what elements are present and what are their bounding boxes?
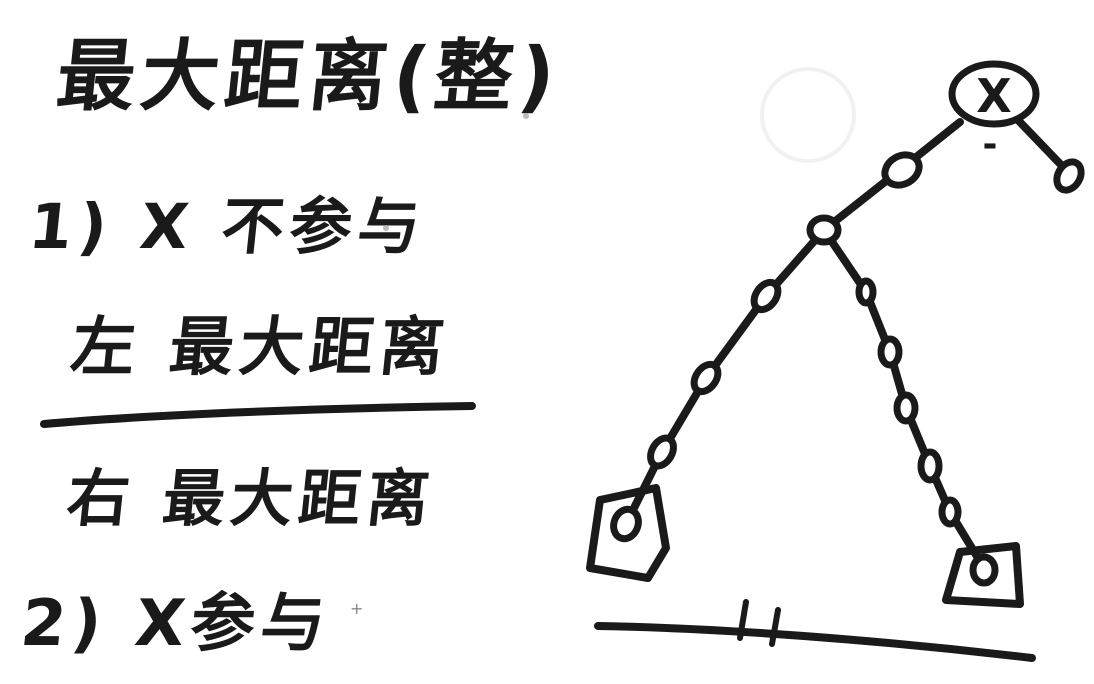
chain-node [938,496,962,528]
stray-dot [383,225,389,231]
baseline [594,622,1036,662]
chain-node [893,391,919,425]
root-side-mark: - [983,124,998,165]
left-leaf-box [586,484,670,582]
cursor-crosshair-icon: + [350,599,363,618]
erased-ghost-circle [760,67,856,163]
root-label: X [976,69,1011,123]
divider-line [40,402,476,428]
edge-left-branch [624,226,828,524]
chain-node [917,448,943,484]
left-leaf-node [610,505,642,543]
chain-node [690,360,722,396]
chain-node [881,151,923,189]
right-leaf-box [942,542,1024,608]
baseline-tick [737,599,749,641]
stray-dot [523,113,529,119]
root-node [948,60,1040,128]
edge-root-right [1012,114,1070,174]
chain-node [877,335,903,369]
branch-node [806,214,842,246]
chain-node [750,278,782,314]
baseline-tick [769,607,781,647]
chain-node [855,277,877,307]
right-leaf-node [969,553,999,587]
chain-node [647,434,677,470]
right-child-node [1053,158,1085,194]
